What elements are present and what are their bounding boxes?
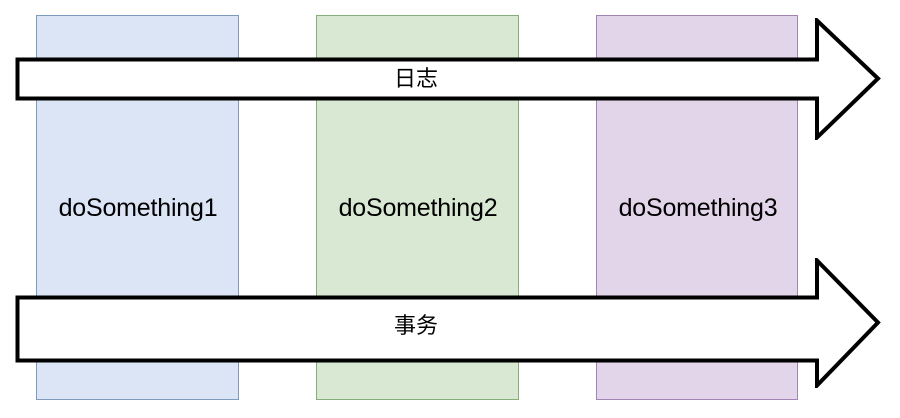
banner-arrow-transaction[interactable]: 事务	[15, 258, 881, 388]
column-label-1: doSomething1	[58, 194, 218, 222]
right-arrow-banner-icon	[15, 258, 881, 388]
column-label-3: doSomething3	[618, 194, 778, 222]
right-arrow-banner-icon	[15, 18, 881, 140]
banner-arrow-log[interactable]: 日志	[15, 18, 881, 140]
column-label-2: doSomething2	[338, 194, 498, 222]
banner-label-transaction: 事务	[393, 313, 438, 338]
banner-label-log: 日志	[393, 66, 438, 91]
